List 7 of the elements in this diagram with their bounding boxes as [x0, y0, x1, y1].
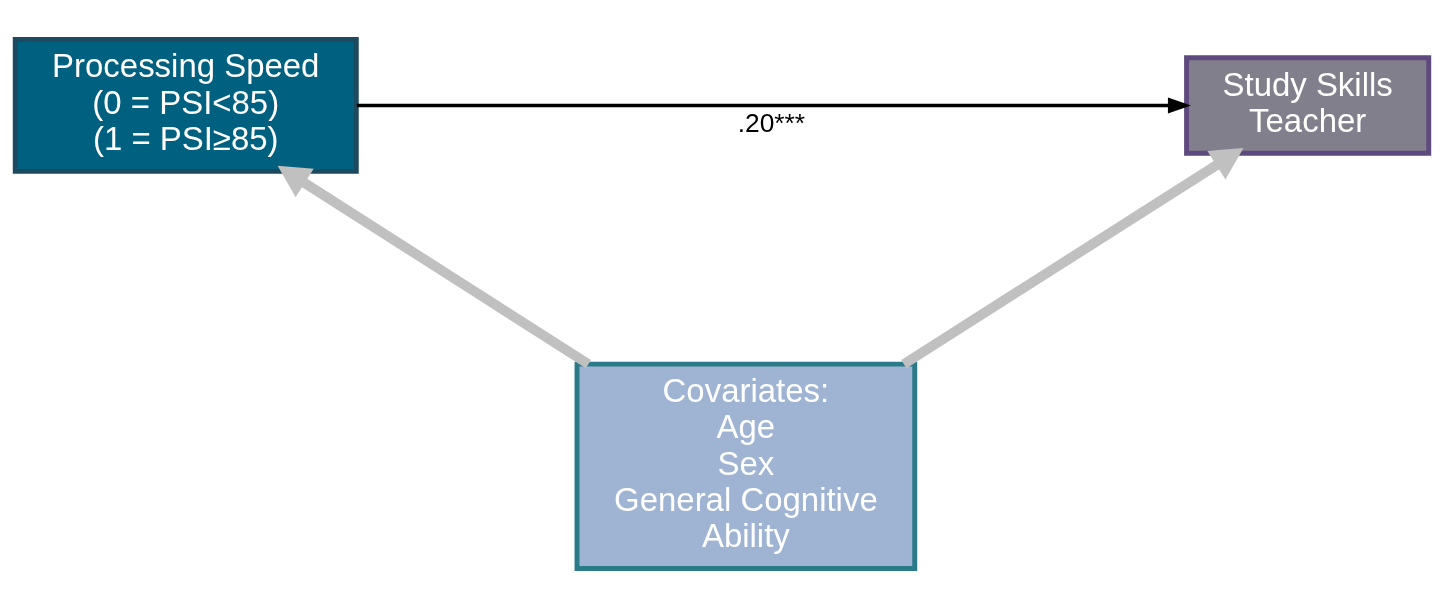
node-box: Processing Speed (0 = PSI<85) (1 = PSI≥85) [12, 37, 359, 174]
node-box: Covariates: Age Sex General Cognitive Ability [574, 361, 918, 571]
edge-label: .20*** [737, 107, 806, 138]
arrow [901, 148, 1244, 369]
arrow [356, 97, 1191, 114]
node-box: Study Skills Teacher [1184, 55, 1432, 156]
arrow [277, 165, 592, 369]
